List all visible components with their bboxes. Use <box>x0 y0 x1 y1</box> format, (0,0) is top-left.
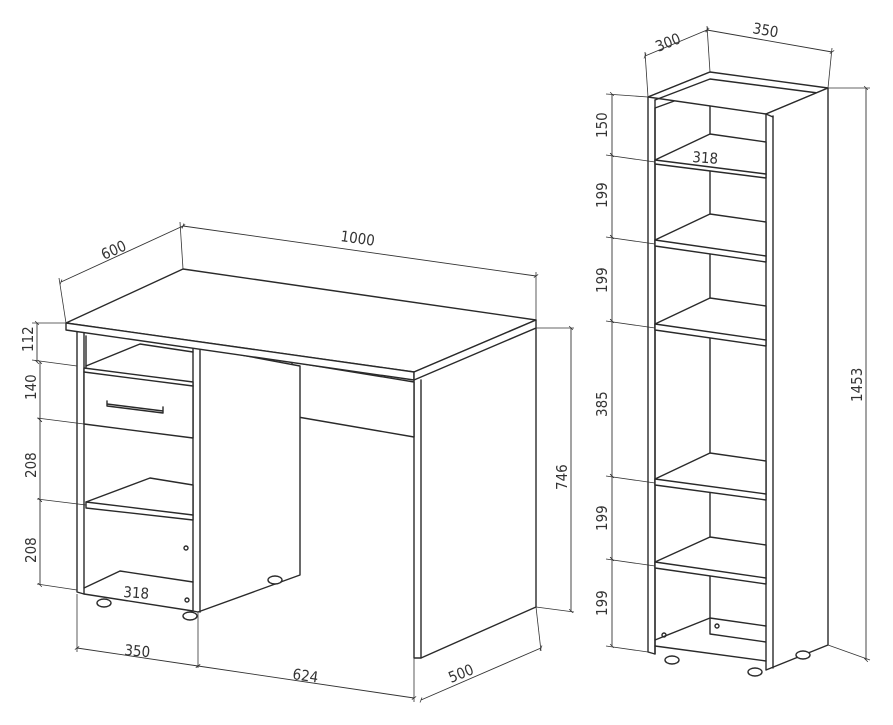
shelf-dim-gap-6: 199 <box>593 590 611 616</box>
desk-drawer <box>83 367 194 439</box>
shelf-dim-gap-1: 150 <box>593 112 611 138</box>
shelf-dim-gap-2: 199 <box>593 182 611 208</box>
desk-dim-shelf-gap-upper: 208 <box>22 452 40 478</box>
shelf-dim-inner-depth: 318 <box>692 148 719 168</box>
shelf-dim-height: 1453 <box>848 368 866 402</box>
desk-pedestal-shelf <box>85 477 194 521</box>
desk <box>65 268 537 659</box>
shelf-dim-width: 350 <box>751 19 779 41</box>
desk-pedestal-side-panel <box>192 345 301 613</box>
shelf-dim-gap-3: 199 <box>593 267 611 293</box>
shelf-board <box>654 133 767 179</box>
shelf-right-side-panel <box>765 87 829 671</box>
desk-dim-side-depth: 500 <box>446 660 477 686</box>
desk-foot <box>182 611 198 621</box>
shelf-dim-gap-4: 385 <box>593 391 611 417</box>
shelf-foot <box>795 650 811 660</box>
desk-drawer-top-edge <box>83 371 194 387</box>
desk-pedestal-bottom <box>83 570 194 612</box>
shelf-foot <box>747 667 763 677</box>
shelf-foot <box>664 655 680 665</box>
desk-pedestal-left-panel <box>76 327 85 595</box>
shelf-board <box>654 213 767 263</box>
shelf-boards <box>654 133 767 662</box>
desk-screw-hole <box>184 597 190 603</box>
desk-right-side-panel <box>413 327 537 659</box>
desk-foot <box>267 575 283 585</box>
shelf-bottom-board <box>654 617 767 662</box>
shelf-top-inner <box>654 78 819 101</box>
shelf-board <box>654 536 767 585</box>
desk-screw-hole <box>183 545 189 551</box>
shelf-board <box>654 452 767 501</box>
desk-dim-drawer-height: 140 <box>22 374 40 400</box>
shelf-screw-hole <box>714 623 720 629</box>
shelf-board <box>654 297 767 347</box>
desk-dim-depth-top: 600 <box>98 237 129 264</box>
desk-dimensions: 600 1000 112 140 208 208 746 318 350 624 <box>19 221 575 703</box>
desk-dim-inner-depth: 318 <box>123 583 150 603</box>
desk-foot <box>96 598 112 608</box>
shelf-dimensions: 300 350 318 150 199 199 385 199 199 1453 <box>593 19 871 663</box>
desk-dim-drawer-zone-top: 112 <box>19 326 37 352</box>
shelf-screw-hole <box>661 632 667 638</box>
shelf-dim-depth: 300 <box>653 29 684 55</box>
desk-dim-knee-width: 624 <box>291 665 319 686</box>
desk-upper-shelf <box>85 343 194 367</box>
shelf-back-panel <box>709 71 767 643</box>
desk-dim-width-top: 1000 <box>339 227 376 250</box>
drawer-handle-icon <box>106 400 164 414</box>
desk-dim-shelf-gap-lower: 208 <box>22 537 40 563</box>
desk-dim-pedestal-width: 350 <box>124 641 151 661</box>
shelf-unit <box>647 71 829 677</box>
desk-shelf-front-edge <box>85 501 194 516</box>
shelf-dim-gap-5: 199 <box>593 505 611 531</box>
desk-dim-height: 746 <box>553 464 571 490</box>
